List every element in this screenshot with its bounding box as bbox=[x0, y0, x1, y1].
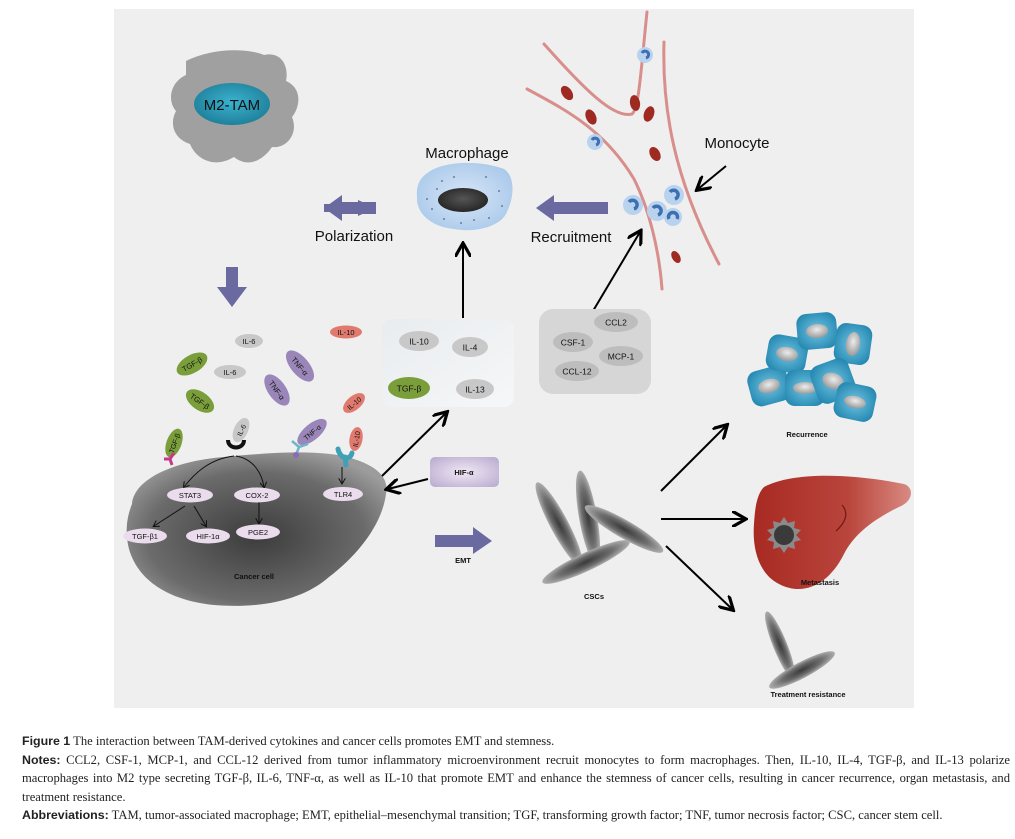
recurrence-label: Recurrence bbox=[786, 430, 827, 439]
svg-text:IL-6: IL-6 bbox=[243, 337, 256, 346]
metastasis-liver: Metastasis bbox=[753, 475, 911, 590]
macrophage-nucleus bbox=[438, 188, 488, 212]
monocyte-pointer-arrow-icon bbox=[698, 165, 727, 189]
caption-notes-text: CCL2, CSF-1, MCP-1, and CCL-12 derived f… bbox=[22, 752, 1010, 804]
m2-tam-nucleus bbox=[194, 83, 270, 125]
monocytes bbox=[587, 47, 684, 226]
signaling-arrows bbox=[154, 455, 342, 526]
cscs-label: CSCs bbox=[584, 592, 604, 601]
svg-text:HIF-1α: HIF-1α bbox=[196, 532, 220, 541]
hif-box: HIF-α bbox=[430, 457, 499, 487]
figure-caption: Figure 1 The interaction between TAM-der… bbox=[22, 732, 1010, 825]
svg-text:IL-13: IL-13 bbox=[465, 385, 485, 395]
treatment-resistance-label: Treatment resistance bbox=[770, 690, 845, 699]
polarization-block-arrow-icon bbox=[324, 195, 376, 221]
svg-text:CCL2: CCL2 bbox=[605, 318, 627, 328]
recruitment-block-arrow-icon bbox=[536, 195, 608, 221]
cytokine-ccl2: CCL2 bbox=[594, 312, 638, 332]
cytokine-il6: IL-6 bbox=[214, 365, 246, 379]
cytokine-tnfa: TNF-α bbox=[285, 350, 315, 382]
svg-text:IL-6: IL-6 bbox=[237, 424, 248, 438]
node-hif1a: HIF-1α bbox=[186, 528, 230, 544]
recurrence-cell-cluster: Recurrence bbox=[747, 312, 877, 439]
svg-text:TGF-β1: TGF-β1 bbox=[132, 532, 158, 541]
svg-text:IL-10: IL-10 bbox=[409, 337, 429, 347]
diagram-canvas: M2-TAM Polarization Macrophage Recruitme… bbox=[123, 10, 911, 699]
svg-text:CSF-1: CSF-1 bbox=[561, 338, 586, 348]
cytokine-il4: IL-4 bbox=[452, 337, 488, 357]
cytokine-tgfb: TGF-β bbox=[176, 352, 208, 376]
svg-text:COX-2: COX-2 bbox=[246, 491, 269, 500]
polarizing-cytokine-box: IL-10 IL-4 TGF-β IL-13 bbox=[382, 319, 514, 407]
emt-label: EMT bbox=[455, 556, 471, 565]
node-pge2: PGE2 bbox=[236, 524, 280, 540]
emt-block-arrow-icon bbox=[435, 527, 492, 554]
caption-notes-label: Notes: bbox=[22, 752, 61, 767]
cytokine-csf1: CSF-1 bbox=[553, 332, 593, 352]
cytokine-ccl12: CCL-12 bbox=[555, 361, 599, 381]
caption-abbrev-label: Abbreviations: bbox=[22, 808, 109, 823]
metastasis-label: Metastasis bbox=[801, 578, 839, 587]
svg-text:MCP-1: MCP-1 bbox=[608, 352, 635, 362]
receptor-il6: IL-6 bbox=[226, 417, 250, 450]
caption-abbrev-text: TAM, tumor-associated macrophage; EMT, e… bbox=[108, 808, 943, 823]
svg-text:IL-6: IL-6 bbox=[224, 368, 237, 377]
svg-text:PGE2: PGE2 bbox=[248, 528, 268, 537]
svg-text:TGF-β: TGF-β bbox=[397, 384, 422, 394]
treatment-resistance-cells: Treatment resistance bbox=[765, 611, 846, 699]
blood-vessel bbox=[525, 10, 721, 291]
svg-text:TLR4: TLR4 bbox=[334, 490, 352, 499]
svg-text:CCL-12: CCL-12 bbox=[562, 367, 592, 377]
cancer-stem-cells: CSCs bbox=[535, 470, 664, 601]
cytokine-il6: IL-6 bbox=[235, 334, 263, 348]
node-tlr4: TLR4 bbox=[323, 487, 363, 501]
receptor-tnfa: TNF-α bbox=[291, 418, 327, 458]
monocyte-label: Monocyte bbox=[704, 135, 769, 152]
secretion-down-arrow-icon bbox=[217, 267, 247, 307]
recruitment-label: Recruitment bbox=[531, 229, 613, 246]
m2-tam-label: M2-TAM bbox=[204, 97, 260, 114]
caption-notes: Notes: CCL2, CSF-1, MCP-1, and CCL-12 de… bbox=[22, 751, 1010, 807]
red-blood-cells bbox=[560, 85, 681, 263]
m2-tam-cell: M2-TAM bbox=[171, 50, 299, 163]
to-treatment-resistance-arrow-icon bbox=[665, 545, 732, 609]
cytokine-tgfb: TGF-β bbox=[185, 389, 215, 413]
caption-title-label: Figure 1 bbox=[22, 734, 71, 748]
svg-text:HIF-α: HIF-α bbox=[454, 468, 474, 477]
receptor-il10: IL-10 bbox=[335, 427, 363, 468]
recruiting-to-vessel-arrow-icon bbox=[592, 232, 640, 312]
svg-text:IL-4: IL-4 bbox=[463, 343, 478, 353]
node-stat3: STAT3 bbox=[167, 487, 213, 503]
cytokine-il10: IL-10 bbox=[399, 331, 439, 351]
cytokine-tnfa: TNF-α bbox=[264, 374, 290, 406]
hif-to-cancer-arrow-icon bbox=[388, 478, 429, 489]
cytokine-il10: IL-10 bbox=[343, 393, 365, 413]
macrophage-label: Macrophage bbox=[425, 145, 508, 162]
node-tgfb1: TGF-β1 bbox=[123, 528, 167, 544]
svg-text:STAT3: STAT3 bbox=[179, 491, 201, 500]
figure-panel: M2-TAM Polarization Macrophage Recruitme… bbox=[114, 9, 914, 708]
caption-abbreviations: Abbreviations: TAM, tumor-associated mac… bbox=[22, 806, 1010, 825]
polarization-label: Polarization bbox=[315, 228, 393, 245]
cytokine-il13: IL-13 bbox=[456, 379, 494, 399]
svg-text:IL-10: IL-10 bbox=[337, 328, 354, 337]
cytokine-mcp1: MCP-1 bbox=[599, 346, 643, 366]
caption-title: Figure 1 The interaction between TAM-der… bbox=[22, 732, 1010, 751]
svg-text:IL-10: IL-10 bbox=[353, 431, 363, 448]
secreted-cytokines: IL-6 IL-10 TGF-β IL-6 TNF-α TNF-α TGF-β … bbox=[176, 325, 365, 413]
cytokine-tgfb: TGF-β bbox=[388, 377, 430, 399]
node-cox2: COX-2 bbox=[234, 487, 280, 503]
recruiting-cytokine-box: CCL2 CSF-1 MCP-1 CCL-12 bbox=[539, 309, 651, 394]
cytokine-il10: IL-10 bbox=[330, 325, 362, 339]
caption-title-text: The interaction between TAM-derived cyto… bbox=[70, 734, 555, 748]
to-recurrence-arrow-icon bbox=[660, 426, 726, 492]
cancer-to-polarizing-arrow-icon bbox=[381, 413, 446, 477]
receptor-tgfb: TGF-β bbox=[164, 428, 183, 466]
cancer-cell-label: Cancer cell bbox=[234, 572, 274, 581]
macrophage-cell bbox=[416, 162, 513, 231]
